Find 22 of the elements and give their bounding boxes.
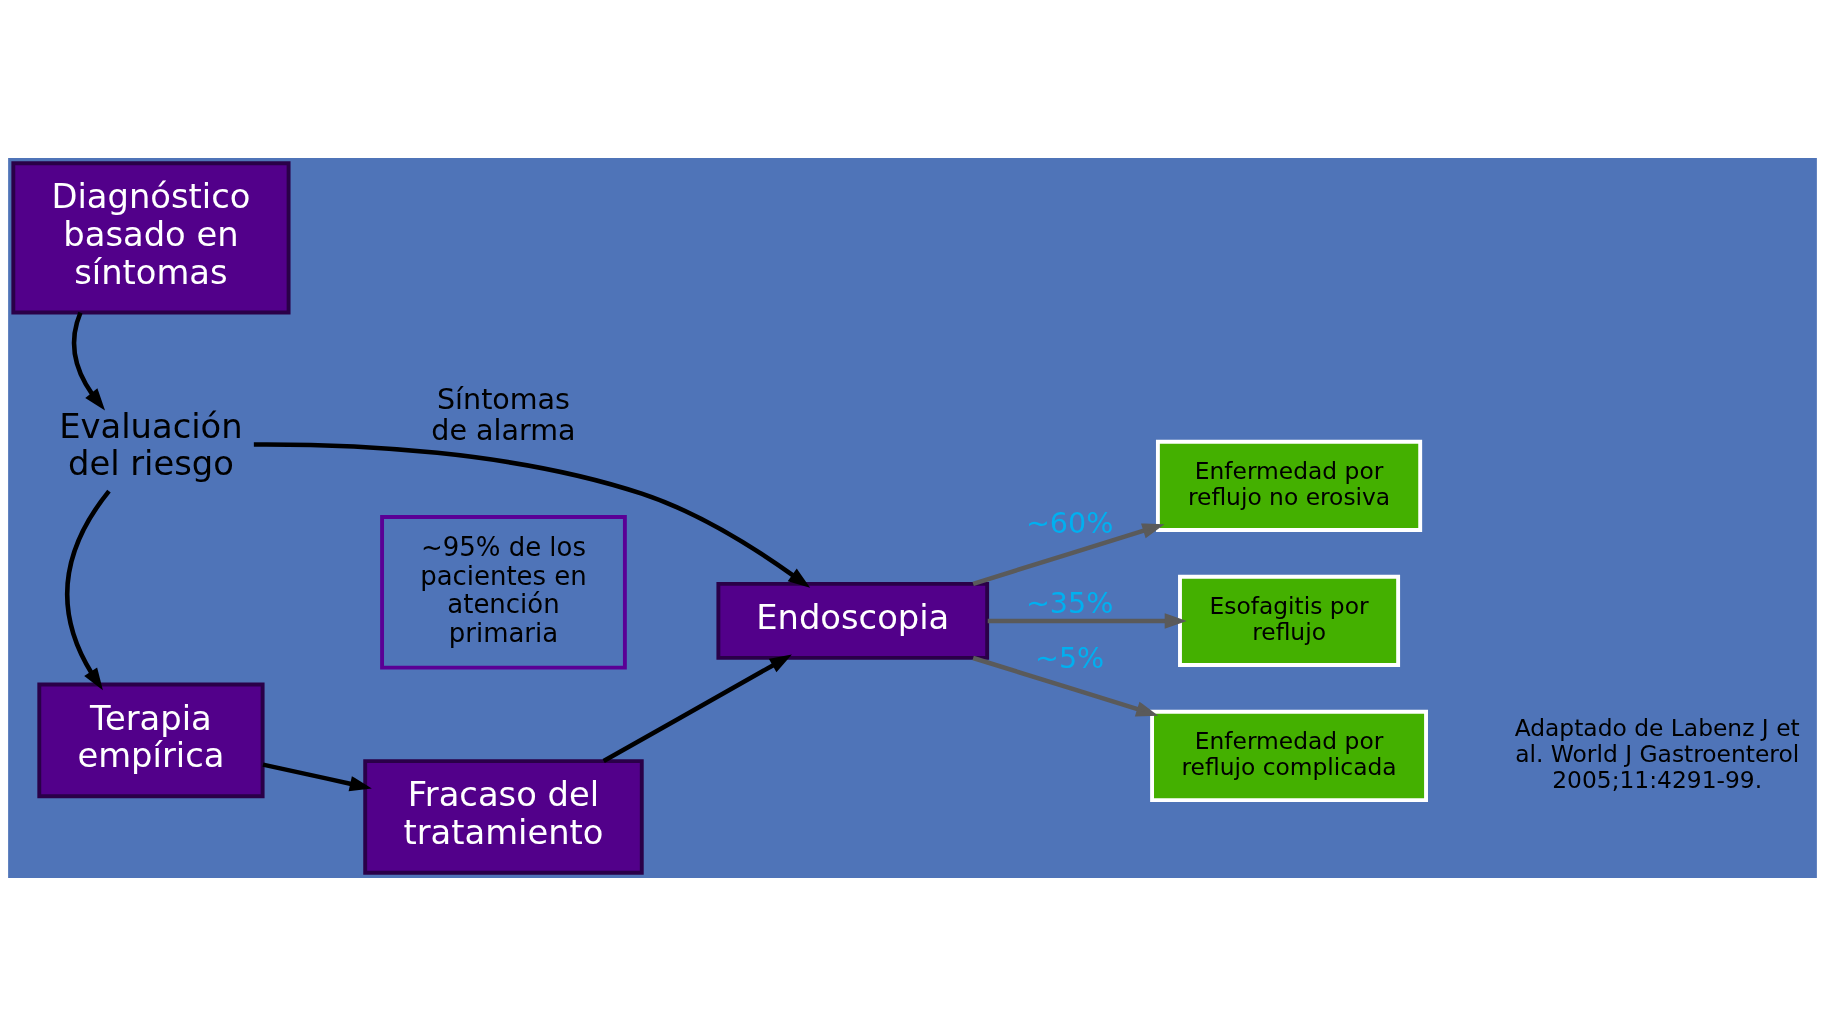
node-box: Endoscopia bbox=[716, 581, 990, 660]
arrow bbox=[253, 442, 811, 588]
edge-label: Síntomas de alarma bbox=[431, 381, 576, 447]
arrow bbox=[262, 762, 372, 792]
node-box: Esofagitis por reflujo bbox=[1178, 574, 1401, 667]
node-box: Enfermedad por reflujo no erosiva bbox=[1155, 439, 1423, 532]
arrow bbox=[602, 654, 792, 764]
edge-label: ~35% bbox=[1025, 585, 1114, 620]
node-box: ~95% de los pacientes en atención primaria bbox=[380, 515, 627, 670]
edge-label: ~60% bbox=[1025, 506, 1114, 541]
arrow bbox=[972, 523, 1165, 586]
arrow bbox=[972, 655, 1159, 717]
node-text: Evaluación del riesgo bbox=[59, 406, 243, 484]
label: Adaptado de Labenz J et al. World J Gastroenterol 2005;11:4291-99. bbox=[1514, 713, 1800, 794]
node-box: Enfermedad por reflujo complicada bbox=[1150, 709, 1428, 803]
node-box: Fracaso del tratamiento bbox=[363, 759, 644, 875]
edge-label: ~5% bbox=[1035, 641, 1105, 676]
arrow bbox=[987, 613, 1187, 629]
node-box: Diagnóstico basado en síntomas bbox=[11, 161, 291, 315]
arrow bbox=[71, 311, 106, 411]
node-box: Terapia empírica bbox=[37, 682, 265, 799]
arrow bbox=[64, 489, 111, 691]
